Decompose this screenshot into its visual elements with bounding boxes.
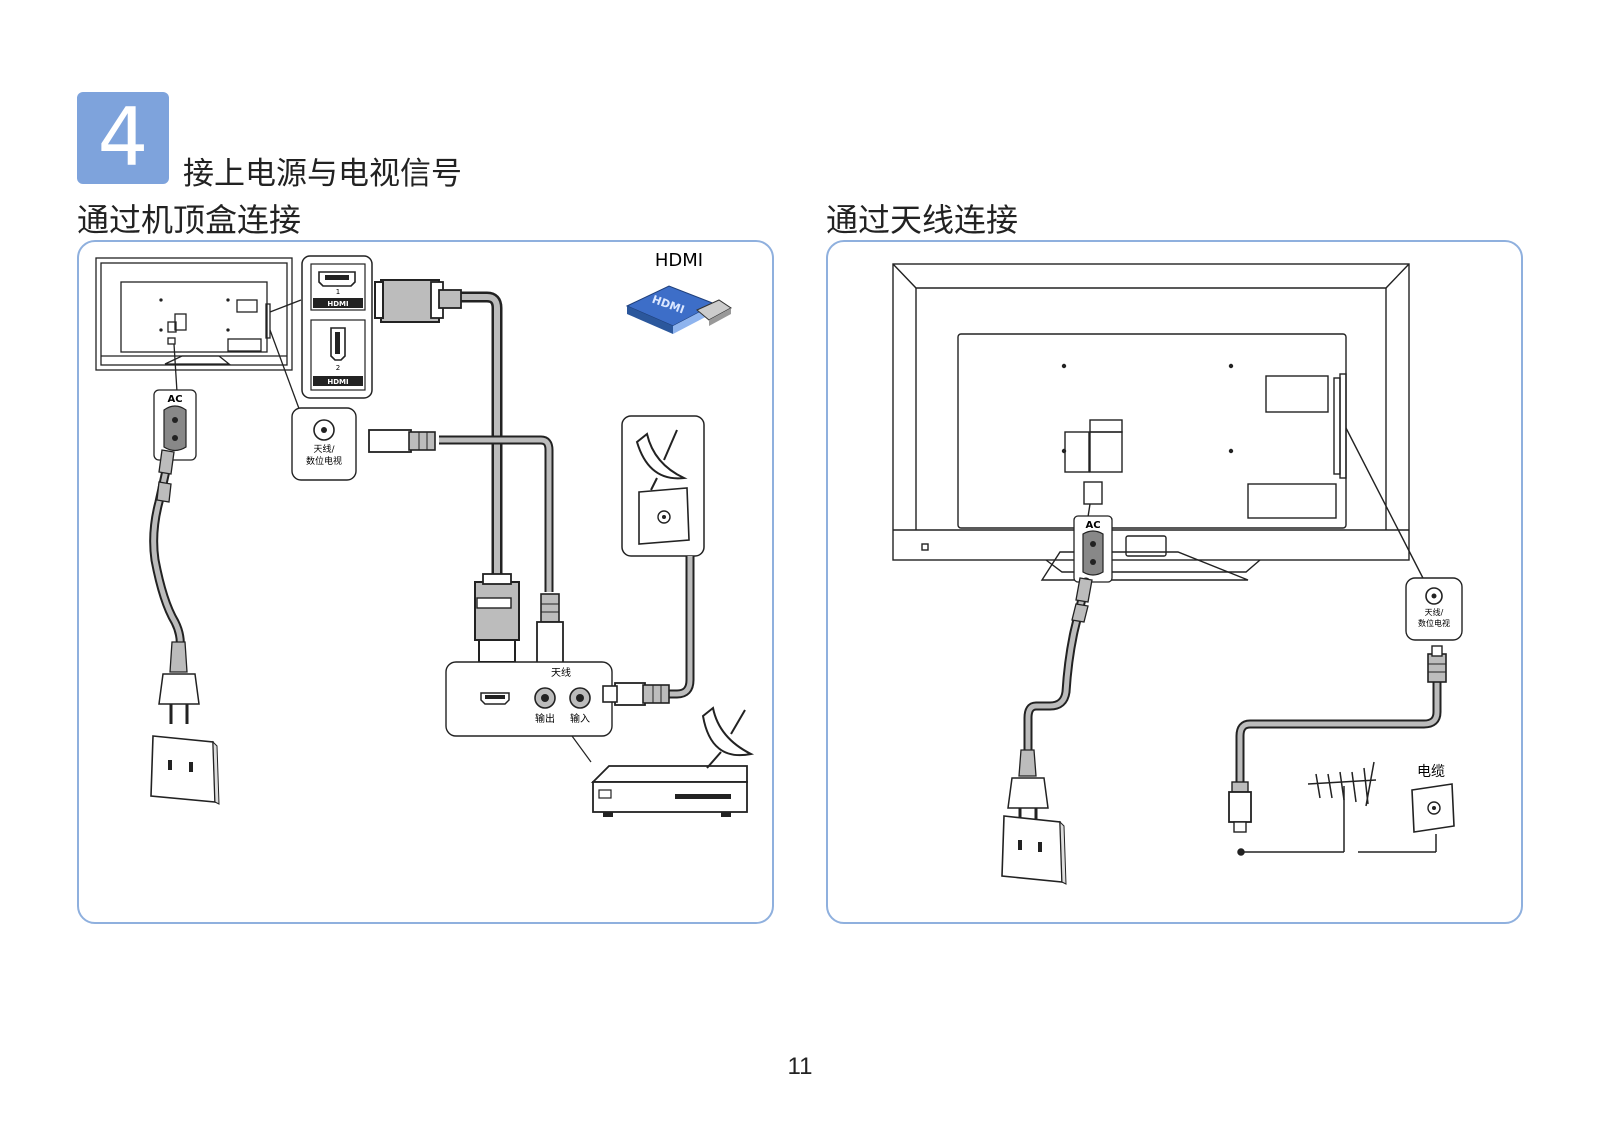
hdmi-label: HDMI (655, 250, 703, 271)
stb-antenna-label: 天线 (551, 666, 571, 679)
ac-port-callout: AC (153, 389, 197, 461)
hdmi-ports-callout: 1 HDMI 2 HDMI (301, 255, 373, 399)
set-top-box-diagram: 1 HDMI 2 HDMI 天线/ 数位电视 AC (95, 250, 755, 817)
antenna-port-label-right-line1: 天线/ (1425, 607, 1444, 617)
antenna-port-label-right-line2: 数位电视 (1418, 618, 1450, 628)
ac-port-callout-right: AC (1073, 515, 1113, 583)
section-title-set-top-box: 通过机顶盒连接 (77, 201, 302, 239)
page-number: 11 (787, 1053, 813, 1080)
coax-cable-tv (368, 429, 564, 665)
antenna-port-callout-right: 天线/ 数位电视 (1405, 577, 1463, 641)
stb-input-label: 输入 (570, 712, 590, 725)
power-cable (149, 449, 200, 724)
antenna-diagram: AC 天线/ 数位电视 (892, 263, 1463, 885)
satellite-wall-outlet-callout (621, 415, 705, 557)
hdmi-cable (374, 279, 520, 663)
hdmi-plug-icon: HDMI (625, 285, 732, 334)
tv-back-illustration (95, 257, 302, 415)
wall-power-socket (150, 735, 220, 805)
power-cable-right (1007, 577, 1093, 826)
ac-port-label: AC (167, 394, 182, 405)
wall-power-socket-right (1001, 815, 1067, 885)
antenna-connection-panel: AC 天线/ 数位电视 (826, 240, 1523, 924)
antenna-port-label-line2: 数位电视 (306, 455, 342, 467)
set-top-box-ports-callout: 天线 输出 输入 (445, 661, 613, 763)
antenna-port-callout: 天线/ 数位电视 (291, 407, 357, 481)
section-title-antenna: 通过天线连接 (826, 201, 1019, 239)
hdmi-port-2-number: 2 (336, 364, 340, 372)
hdmi-port-2-logo: HDMI (327, 378, 348, 386)
set-top-box-connection-panel: 1 HDMI 2 HDMI 天线/ 数位电视 AC (77, 240, 774, 924)
cable-wall-outlet (1411, 783, 1455, 833)
stb-output-label: 输出 (535, 712, 555, 725)
set-top-box-illustration (590, 706, 755, 817)
antenna-port-label-line1: 天线/ (313, 443, 335, 455)
hdmi-port-1-logo: HDMI (327, 300, 348, 308)
cable-label: 电缆 (1417, 764, 1445, 780)
step-number-badge: 4 (77, 92, 169, 184)
tv-back-large-illustration (892, 263, 1427, 585)
hdmi-port-1-number: 1 (336, 288, 340, 296)
ac-port-label-right: AC (1085, 520, 1100, 531)
coax-cable-satellite (602, 556, 695, 706)
outdoor-antenna-illustration (1237, 761, 1437, 856)
coax-cable-antenna (1228, 645, 1447, 833)
step-title: 接上电源与电视信号 (183, 156, 462, 192)
